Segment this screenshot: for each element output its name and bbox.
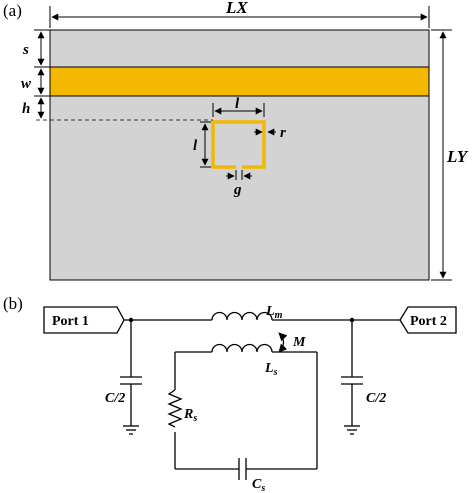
w-label: w: [21, 76, 32, 92]
rs-label: Rs: [183, 407, 197, 424]
main-line: [124, 311, 400, 321]
cs-label: Cs: [252, 477, 265, 493]
port-2-shape: [399, 306, 457, 334]
split-ring-resonator: [211, 120, 266, 169]
h-label: h: [22, 101, 30, 117]
panel-a-label: (a): [3, 1, 22, 20]
c-right-label: C/2: [366, 391, 386, 406]
microstrip-line: [49, 66, 430, 97]
panel-b-label: (b): [3, 294, 23, 313]
mutual-label: M: [292, 335, 306, 350]
lx-label: LX: [225, 0, 248, 17]
ground-left: [123, 425, 139, 435]
l-left-label: l: [193, 138, 198, 154]
l-top-label: l: [235, 96, 240, 112]
capacitor-right: [341, 320, 363, 426]
port-1-label: Port 1: [52, 314, 89, 329]
r-label: r: [280, 125, 286, 141]
g-label: g: [233, 182, 242, 198]
inductor-lm: [211, 311, 273, 321]
capacitor-left: [120, 320, 142, 426]
lm-label: Lm: [265, 304, 283, 321]
s-label: s: [22, 42, 29, 58]
resonator-loop: [167, 343, 318, 480]
inductor-ls: [211, 343, 273, 353]
resistor-rs: [167, 389, 183, 428]
ground-right: [344, 425, 360, 435]
c-left-label: C/2: [105, 391, 125, 406]
port-2-label: Port 2: [410, 314, 447, 329]
mutual-coupling-arrow: [278, 332, 288, 353]
ly-label: LY: [446, 147, 469, 166]
port-1-shape: [43, 306, 125, 334]
ls-label: Ls: [264, 361, 278, 378]
